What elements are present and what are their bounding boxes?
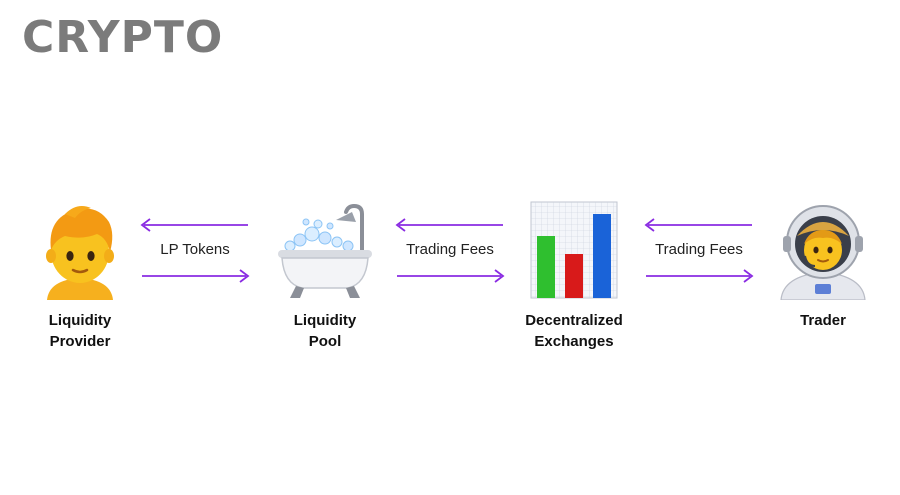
node-label-line1: Trader <box>800 312 846 329</box>
edge-arrow-pair-1 <box>140 218 250 283</box>
edge-arrow-pair-3 <box>644 218 754 283</box>
brand-title: CRYPTO <box>22 12 224 63</box>
arrow-head-right <box>494 269 505 283</box>
edge-label-lp-tokens: LP Tokens <box>160 241 230 258</box>
node-label-line1: Liquidity <box>48 312 112 329</box>
node-label-line2: Provider <box>49 333 111 350</box>
arrow-head-right <box>239 269 250 283</box>
astronaut-icon <box>780 205 866 300</box>
node-label-line1: Liquidity <box>293 312 357 329</box>
arrow-head-left <box>644 218 655 232</box>
edge-label-trading-fees-2: Trading Fees <box>655 241 743 258</box>
node-label-line2: Pool <box>308 333 342 350</box>
person-icon <box>46 206 114 300</box>
edge-label-trading-fees-1: Trading Fees <box>406 241 494 258</box>
node-decentralized-exchanges: Decentralized Exchanges <box>494 200 654 352</box>
arrow-head-left <box>140 218 151 232</box>
bathtub-icon <box>278 203 372 298</box>
node-liquidity-pool: Liquidity Pool <box>245 200 405 352</box>
node-trader: Trader <box>743 200 900 331</box>
node-label-line1: Decentralized <box>525 312 623 329</box>
node-label-line2: Exchanges <box>534 333 614 350</box>
node-liquidity-provider: Liquidity Provider <box>0 200 160 352</box>
edge-arrow-pair-2 <box>395 218 505 283</box>
arrow-head-right <box>743 269 754 283</box>
bar-chart-icon <box>530 201 618 299</box>
arrow-head-left <box>395 218 406 232</box>
